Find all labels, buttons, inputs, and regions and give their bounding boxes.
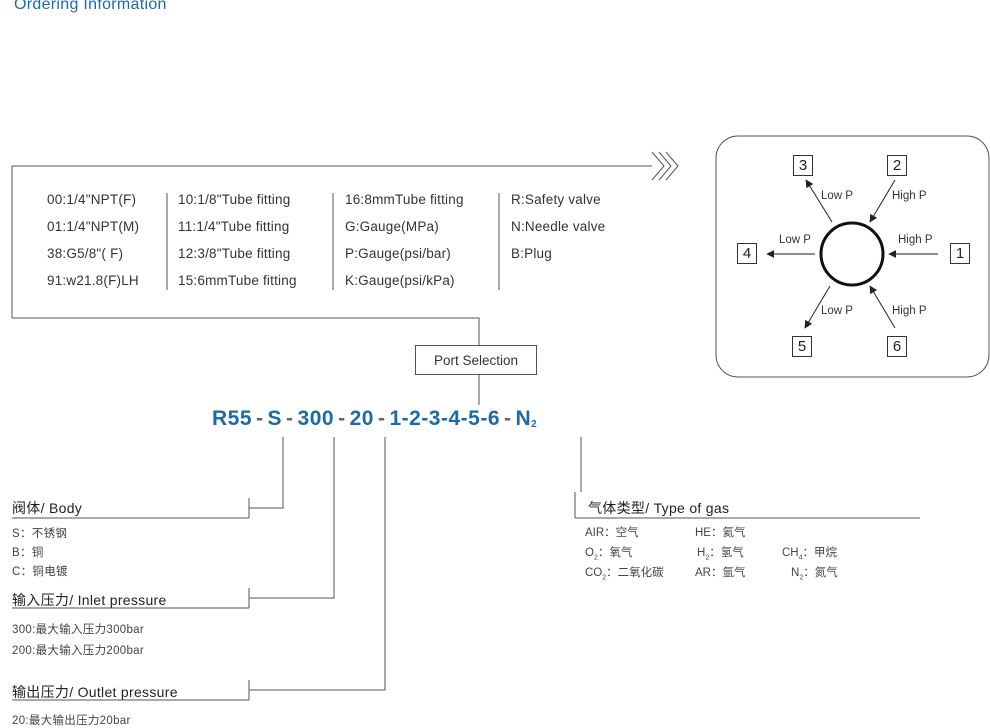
port-option: B:Plug [511, 246, 552, 261]
port-number-3: 3 [793, 155, 813, 176]
low-pressure-label: Low P [821, 305, 853, 317]
port-option: 01:1/4"NPT(M) [47, 219, 140, 234]
code-separator: - [338, 407, 346, 430]
port-selection-box: Port Selection [415, 345, 537, 375]
low-pressure-label: Low P [779, 234, 811, 246]
gas-symbol: N [791, 567, 800, 579]
gas-option: O2：氧气 [585, 544, 632, 561]
code-inlet: 300 [297, 407, 335, 430]
code-separator: - [256, 407, 264, 430]
outlet-option: 20:最大输出压力20bar [12, 715, 131, 727]
port-option: R:Safety valve [511, 192, 601, 207]
code-separator: - [504, 407, 512, 430]
gas-symbol: O [585, 547, 594, 559]
gas-name: ：二氧化碳 [606, 567, 664, 579]
high-pressure-label: High P [892, 305, 927, 317]
port-number-5: 5 [792, 336, 812, 357]
gas-option: AIR：空气 [585, 527, 639, 539]
outlet-arrow-3 [805, 179, 833, 223]
inlet-option: 200:最大输入压力200bar [12, 645, 144, 657]
outlet-arrow-5 [804, 285, 831, 329]
gas-option: H2：氢气 [697, 544, 744, 561]
gas-symbol: CH [782, 547, 799, 559]
gas-option: CH4：甲烷 [782, 544, 837, 561]
port-option: N:Needle valve [511, 219, 606, 234]
port-option: G:Gauge(MPa) [345, 219, 439, 234]
body-option: S：不锈钢 [12, 528, 68, 540]
code-body: S [267, 407, 283, 430]
gas-subscript: 2 [602, 574, 607, 582]
high-pressure-label: High P [898, 234, 933, 246]
port-option: 00:1/4"NPT(F) [47, 192, 137, 207]
port-option: K:Gauge(psi/kPa) [345, 273, 455, 288]
port-option: P:Gauge(psi/bar) [345, 246, 451, 261]
gas-subscript: 2 [593, 554, 598, 562]
gas-symbol: H [697, 547, 706, 559]
body-option: C：铜电镀 [12, 566, 68, 578]
gas-section-title: 气体类型/ Type of gas [588, 500, 730, 516]
port-number-6: 6 [887, 336, 907, 357]
port-option: 91:w21.8(F)LH [47, 273, 139, 288]
high-pressure-label: High P [892, 190, 927, 202]
code-prefix: R55 [212, 407, 253, 430]
gas-name: ：氢气 [709, 547, 744, 559]
code-separator: - [286, 407, 294, 430]
port-number-2: 2 [887, 155, 907, 176]
valve-body-circle [819, 221, 885, 287]
port-option: 15:6mmTube fitting [178, 273, 297, 288]
low-pressure-label: Low P [821, 190, 853, 202]
port-number-4: 4 [737, 243, 757, 264]
gas-name: ：氧气 [597, 547, 633, 559]
code-gas-subscript: 2 [531, 419, 538, 430]
gas-option: CO2：二氧化碳 [585, 564, 664, 581]
gas-symbol: CO [585, 567, 603, 579]
code-gas: N2 [516, 407, 538, 430]
diagram-frame [715, 135, 990, 378]
inlet-arrow-2 [869, 179, 896, 223]
port-number-1: 1 [950, 243, 970, 264]
code-separator: - [377, 407, 386, 430]
gas-subscript: 2 [799, 574, 804, 582]
inlet-section-title: 输入压力/ Inlet pressure [12, 592, 167, 608]
gas-subscript: 2 [705, 554, 710, 562]
code-outlet: 20 [349, 407, 374, 430]
port-option: 12:3/8"Tube fitting [178, 246, 291, 261]
gas-option: N2：氮气 [791, 564, 838, 581]
inlet-arrow-6 [869, 285, 896, 329]
gas-option: AR：氩气 [695, 567, 746, 579]
outlet-section-title: 输出压力/ Outlet pressure [12, 684, 178, 700]
inlet-option: 300:最大输入压力300bar [12, 624, 144, 636]
code-gas-symbol: N [515, 407, 532, 430]
model-code: R55-S-300-20-1-2-3-4-5-6-N2 [212, 407, 537, 431]
gas-name: ：氮气 [803, 567, 838, 579]
port-option: 38:G5/8"( F) [47, 246, 124, 261]
port-option: 10:1/8"Tube fitting [178, 192, 291, 207]
gas-option: HE：氦气 [695, 527, 746, 539]
gas-name: ：甲烷 [802, 547, 838, 559]
body-option: B：铜 [12, 547, 44, 559]
port-option: 16:8mmTube fitting [345, 192, 464, 207]
page-title: Ordering Information [14, 0, 167, 13]
code-ports: 1-2-3-4-5-6 [389, 407, 500, 430]
port-option: 11:1/4"Tube fitting [178, 219, 290, 234]
gas-subscript: 4 [798, 554, 803, 562]
body-section-title: 阀体/ Body [12, 500, 83, 516]
